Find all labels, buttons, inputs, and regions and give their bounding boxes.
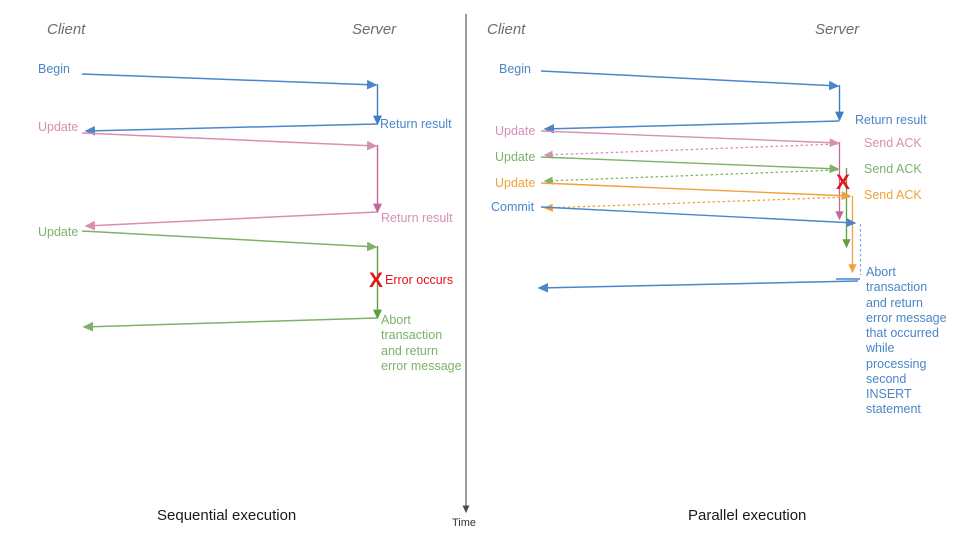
- left-server-actor: Server: [352, 21, 397, 38]
- right-server-actor: Server: [815, 21, 860, 38]
- right-msg-begin: Begin: [499, 62, 531, 76]
- arrow-abort-return: [82, 317, 378, 332]
- right-panel-arrows: [537, 70, 862, 293]
- arrow-begin-parallel: [540, 70, 840, 91]
- left-msg-return-result-2: Return result: [381, 211, 453, 225]
- left-error-x-icon: X: [369, 269, 384, 292]
- right-msg-update-2: Update: [495, 150, 536, 164]
- right-msg-commit: Commit: [491, 200, 535, 214]
- arrow-send-ack-2: [543, 169, 839, 185]
- left-msg-update-2: Update: [38, 225, 79, 239]
- left-panel-caption: Sequential execution: [157, 507, 297, 524]
- right-error-x-icon: X: [836, 171, 851, 194]
- arrow-return-result-parallel: [543, 120, 840, 134]
- arrow-send-ack-1: [543, 143, 839, 159]
- left-client-actor: Client: [47, 21, 86, 38]
- arrow-return-result-2: [84, 211, 378, 231]
- right-abort-note: Abort transaction and return error messa…: [866, 265, 947, 417]
- right-msg-update-3: Update: [495, 176, 536, 190]
- left-msg-return-result-1: Return result: [380, 117, 452, 131]
- left-panel-arrows: [81, 73, 382, 332]
- arrow-begin: [81, 73, 378, 90]
- right-msg-update-1: Update: [495, 124, 536, 138]
- right-msg-return-result: Return result: [855, 113, 927, 127]
- arrow-commit: [540, 206, 857, 228]
- arrow-update-3-parallel: [540, 182, 852, 201]
- right-client-actor: Client: [487, 21, 526, 38]
- arrow-abort-return-parallel: [537, 280, 859, 293]
- arrow-update-1: [81, 132, 378, 151]
- arrow-update-2: [81, 230, 378, 252]
- right-panel-caption: Parallel execution: [688, 507, 807, 524]
- left-msg-begin: Begin: [38, 62, 70, 76]
- arrow-update-2-parallel: [540, 156, 840, 174]
- time-axis-label: Time: [452, 517, 477, 529]
- arrow-send-ack-3: [543, 196, 851, 212]
- left-msg-update-1: Update: [38, 120, 79, 134]
- right-msg-send-ack-1: Send ACK: [864, 136, 922, 150]
- arrow-update-1-parallel: [540, 130, 840, 148]
- left-msg-error-occurs: Error occurs: [385, 273, 454, 287]
- arrow-return-result-1: [84, 123, 378, 136]
- right-msg-send-ack-3: Send ACK: [864, 188, 922, 202]
- left-abort-note: Abort transaction and return error messa…: [381, 313, 462, 373]
- right-msg-send-ack-2: Send ACK: [864, 162, 922, 176]
